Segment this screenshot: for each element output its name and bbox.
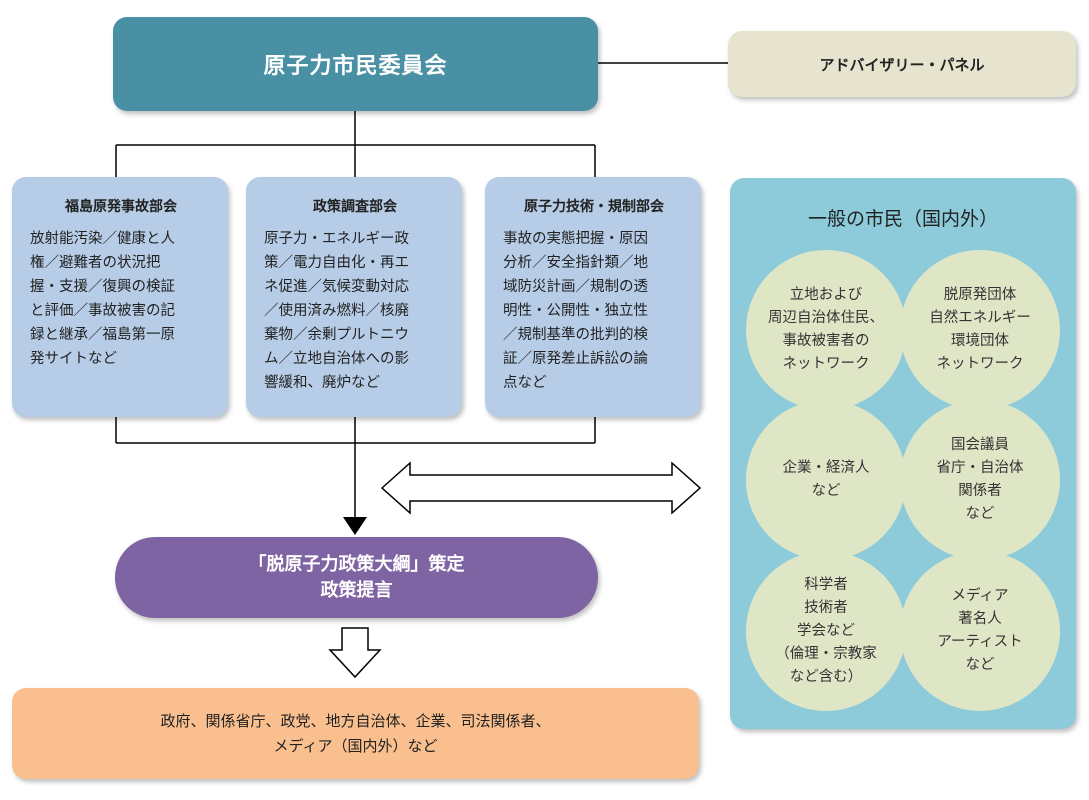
committee-title: 原子力市民委員会 (263, 54, 448, 79)
description-line: 明性・公開性・独立性 (503, 303, 648, 319)
department-policy-research: 政策調査部会 原子力・エネルギー政 策／電力自由化・再エ ネ促進／気候変動対応 … (246, 177, 462, 417)
description-line: ／規制基準の批判的検 (503, 327, 648, 343)
group-media-circle: メディア 著名人 アーティスト など (900, 551, 1060, 711)
description-line: 響緩和、廃炉など (264, 375, 380, 391)
policy-line-2: 政策提言 (320, 579, 393, 601)
targets-line-1: 政府、関係省庁、政党、地方自治体、企業、司法関係者、 (160, 711, 551, 730)
committee-box: 原子力市民委員会 (113, 17, 598, 111)
policy-proposal-box: 「脱原子力政策大綱」策定 政策提言 (115, 537, 598, 618)
department-title: 原子力技術・規制部会 (524, 199, 664, 215)
description-line: ム／立地自治体への影 (264, 351, 409, 367)
group-line: 立地および (789, 287, 863, 303)
department-description: 放射能汚染／健康と人 権／避難者の状況把 握・支援／復興の検証 と評価／事故被害… (30, 227, 212, 371)
description-line: 棄物／余剰プルトニウ (264, 327, 409, 343)
group-line: など (965, 506, 995, 522)
description-line: 点など (503, 375, 547, 391)
description-line: ／使用済み燃料／核廃 (264, 303, 409, 319)
group-line: ネットワーク (782, 356, 870, 372)
group-line: 環境団体 (951, 333, 1009, 349)
description-line: 事故の実態把握・原因 (503, 231, 648, 247)
targets-line-2: メディア（国内外）など (273, 736, 438, 755)
group-line: 自然エネルギー (929, 310, 1031, 326)
group-line: 科学者 (804, 576, 848, 593)
description-line: 権／避難者の状況把 (30, 255, 161, 271)
group-line: など含む） (789, 668, 863, 685)
description-line: 握・支援／復興の検証 (30, 279, 175, 295)
policy-line-1: 「脱原子力政策大綱」策定 (248, 553, 465, 575)
group-residents-circle: 立地および 周辺自治体住民、 事故被害者の ネットワーク (746, 250, 906, 410)
general-public-panel: 一般の市民（国内外） 立地および 周辺自治体住民、 事故被害者の ネットワーク … (730, 178, 1076, 729)
department-technology-regulation: 原子力技術・規制部会 事故の実態把握・原因 分析／安全指針類／地 域防災計画／規… (485, 177, 701, 417)
group-line: ネットワーク (936, 356, 1024, 372)
description-line: 域防災計画／規制の透 (503, 279, 648, 295)
description-line: 証／原発差止訴訟の論 (503, 351, 648, 367)
group-line: 学会など (797, 622, 855, 639)
group-line: 省庁・自治体 (936, 460, 1024, 476)
group-line: 国会議員 (951, 437, 1009, 453)
group-line: 事故被害者の (782, 333, 870, 349)
department-title: 政策調査部会 (313, 199, 397, 215)
department-fukushima: 福島原発事故部会 放射能汚染／健康と人 権／避難者の状況把 握・支援／復興の検証… (12, 177, 228, 417)
department-description: 事故の実態把握・原因 分析／安全指針類／地 域防災計画／規制の透 明性・公開性・… (503, 227, 685, 395)
description-line: 発サイトなど (30, 351, 117, 367)
description-line: 分析／安全指針類／地 (503, 255, 648, 271)
group-line: など (811, 483, 841, 499)
group-ngo-circle: 脱原発団体 自然エネルギー 環境団体 ネットワーク (900, 250, 1060, 410)
description-line: 放射能汚染／健康と人 (30, 231, 175, 247)
group-line: アーティスト (937, 634, 1023, 650)
department-description: 原子力・エネルギー政 策／電力自由化・再エ ネ促進／気候変動対応 ／使用済み燃料… (264, 227, 446, 395)
targets-box: 政府、関係省庁、政党、地方自治体、企業、司法関係者、 メディア（国内外）など (12, 688, 699, 779)
group-line: 著名人 (958, 611, 1002, 627)
group-line: （倫理・宗教家 (775, 645, 877, 662)
advisory-label: アドバイザリー・パネル (819, 55, 985, 74)
department-title: 福島原発事故部会 (65, 199, 177, 215)
hollow-down-arrow-icon (328, 627, 382, 679)
description-line: と評価／事故被害の記 (30, 303, 175, 319)
group-government-circle: 国会議員 省庁・自治体 関係者 など (900, 400, 1060, 560)
group-line: 企業・経済人 (782, 460, 870, 476)
group-line: メディア (951, 588, 1009, 604)
group-line: 技術者 (804, 599, 848, 616)
group-scientists-circle: 科学者 技術者 学会など （倫理・宗教家 など含む） (746, 551, 906, 711)
double-arrow-icon (380, 461, 702, 515)
description-line: 策／電力自由化・再エ (264, 255, 409, 271)
group-line: など (965, 657, 995, 673)
down-arrow-head (343, 517, 367, 535)
group-line: 関係者 (958, 483, 1002, 499)
advisory-panel-box: アドバイザリー・パネル (728, 31, 1076, 97)
group-line: 脱原発団体 (943, 287, 1017, 303)
group-business-circle: 企業・経済人 など (746, 400, 906, 560)
description-line: 録と継承／福島第一原 (30, 327, 175, 343)
public-title: 一般の市民（国内外） (807, 208, 998, 230)
group-line: 周辺自治体住民、 (768, 310, 884, 326)
description-line: 原子力・エネルギー政 (264, 231, 409, 247)
description-line: ネ促進／気候変動対応 (264, 279, 409, 295)
